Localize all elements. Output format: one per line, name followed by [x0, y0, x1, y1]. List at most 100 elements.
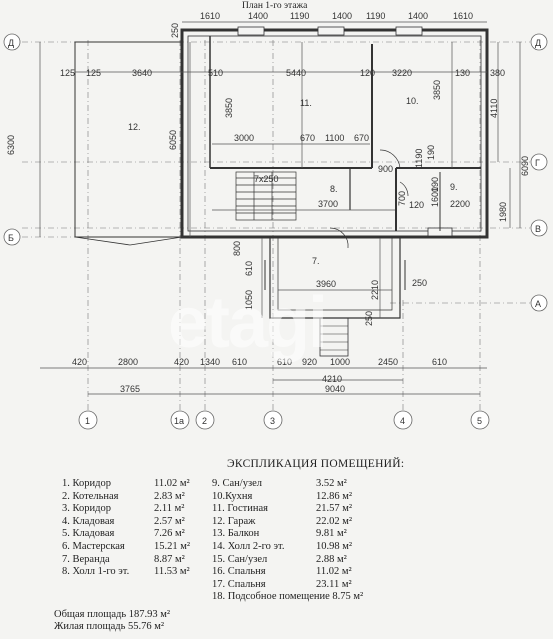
axis-row-label: В	[535, 224, 541, 234]
svg-text:3000: 3000	[234, 133, 254, 143]
svg-text:1400: 1400	[332, 11, 352, 21]
svg-text:11.: 11.	[300, 98, 312, 108]
svg-text:2200: 2200	[450, 199, 470, 209]
legend-item: 18. Подсобное помещение 8.75 м²	[212, 591, 364, 603]
svg-text:5440: 5440	[286, 68, 306, 78]
svg-text:3765: 3765	[120, 384, 140, 394]
column-axis-markers: 1 1a 2 3 4 5	[78, 410, 490, 430]
svg-text:3850: 3850	[432, 80, 442, 100]
svg-text:4110: 4110	[489, 99, 499, 118]
svg-text:9040: 9040	[325, 384, 345, 394]
axis-col-label: 1a	[174, 416, 184, 426]
axis-row-label: Г	[535, 158, 540, 168]
svg-text:610: 610	[277, 357, 292, 367]
axis-row-label: Б	[8, 233, 14, 243]
svg-text:900: 900	[378, 164, 393, 174]
svg-text:1400: 1400	[408, 11, 428, 21]
svg-text:2210: 2210	[370, 280, 380, 300]
svg-text:120: 120	[360, 68, 375, 78]
svg-text:190: 190	[426, 145, 436, 160]
svg-text:250: 250	[412, 278, 427, 288]
svg-text:120: 120	[409, 200, 424, 210]
axis-col-label: 5	[477, 416, 482, 426]
svg-text:420: 420	[72, 357, 87, 367]
legend-item: 8. Холл 1-го эт.11.53 м²	[62, 566, 190, 578]
living-area: Жилая площадь 55.76 м²	[54, 621, 165, 632]
svg-text:610: 610	[232, 357, 247, 367]
svg-text:8.: 8.	[330, 184, 338, 194]
svg-text:1340: 1340	[200, 357, 220, 367]
area-totals: Общая площадь 187.93 м² Жилая площадь 55…	[54, 609, 170, 633]
total-area: Общая площадь 187.93 м²	[54, 609, 171, 620]
svg-text:250: 250	[364, 311, 374, 326]
axis-col-label: 1	[85, 416, 90, 426]
svg-text:1600: 1600	[430, 187, 440, 207]
svg-text:3960: 3960	[316, 279, 336, 289]
svg-text:1190: 1190	[366, 11, 385, 21]
interior-dimensions: 3000 670 1100 670 900 7x250 3700 700 120…	[6, 80, 530, 326]
interior-walls	[209, 36, 481, 249]
staircase	[235, 171, 297, 221]
svg-text:700: 700	[397, 191, 407, 206]
house-outer-walls	[180, 26, 489, 239]
svg-text:3850: 3850	[224, 98, 234, 118]
svg-text:7.: 7.	[312, 256, 320, 266]
svg-text:6300: 6300	[6, 135, 16, 155]
svg-text:250: 250	[170, 23, 180, 38]
floor-plan-drawing: План 1-го этажа	[3, 1, 548, 430]
svg-text:12.: 12.	[128, 122, 141, 132]
svg-text:9.: 9.	[450, 182, 458, 192]
svg-text:3640: 3640	[132, 68, 152, 78]
top-dimensions: 1610 1400 1190 1400 1190 1400 1610 250	[170, 11, 473, 38]
svg-text:3220: 3220	[392, 68, 412, 78]
svg-text:800: 800	[232, 241, 242, 256]
axis-col-label: 3	[270, 416, 275, 426]
axis-col-label: 4	[400, 416, 405, 426]
svg-text:610: 610	[244, 261, 254, 276]
svg-text:130: 130	[455, 68, 470, 78]
svg-text:1610: 1610	[200, 11, 220, 21]
svg-text:1000: 1000	[330, 357, 350, 367]
plan-title: План 1-го этажа	[242, 1, 308, 11]
axis-row-label: Д	[535, 38, 541, 48]
svg-text:3700: 3700	[318, 199, 338, 209]
axis-col-label: 2	[202, 416, 207, 426]
legend-title: ЭКСПЛИКАЦИЯ ПОМЕЩЕНИЙ:	[227, 458, 405, 470]
axis-lines	[22, 40, 530, 420]
axis-row-label: А	[535, 299, 541, 309]
veranda	[264, 237, 406, 357]
svg-text:2450: 2450	[378, 357, 398, 367]
svg-text:670: 670	[354, 133, 369, 143]
svg-text:610: 610	[432, 357, 447, 367]
axis-row-label: Д	[8, 38, 14, 48]
svg-text:1400: 1400	[248, 11, 268, 21]
svg-text:510: 510	[208, 68, 223, 78]
svg-text:190: 190	[430, 177, 440, 192]
svg-text:380: 380	[490, 68, 505, 78]
svg-text:10.: 10.	[406, 96, 419, 106]
svg-text:1610: 1610	[453, 11, 473, 21]
svg-text:920: 920	[302, 357, 317, 367]
bottom-dimensions: 420 2800 420 1340 610 610 920 1000 2450 …	[72, 357, 447, 394]
wall-dimensions: 125 125 3640 510 5440 120 3220 130 380	[60, 68, 505, 78]
svg-text:7x250: 7x250	[254, 174, 279, 184]
svg-text:4210: 4210	[322, 374, 342, 384]
svg-text:1190: 1190	[414, 149, 424, 168]
svg-text:2800: 2800	[118, 357, 138, 367]
